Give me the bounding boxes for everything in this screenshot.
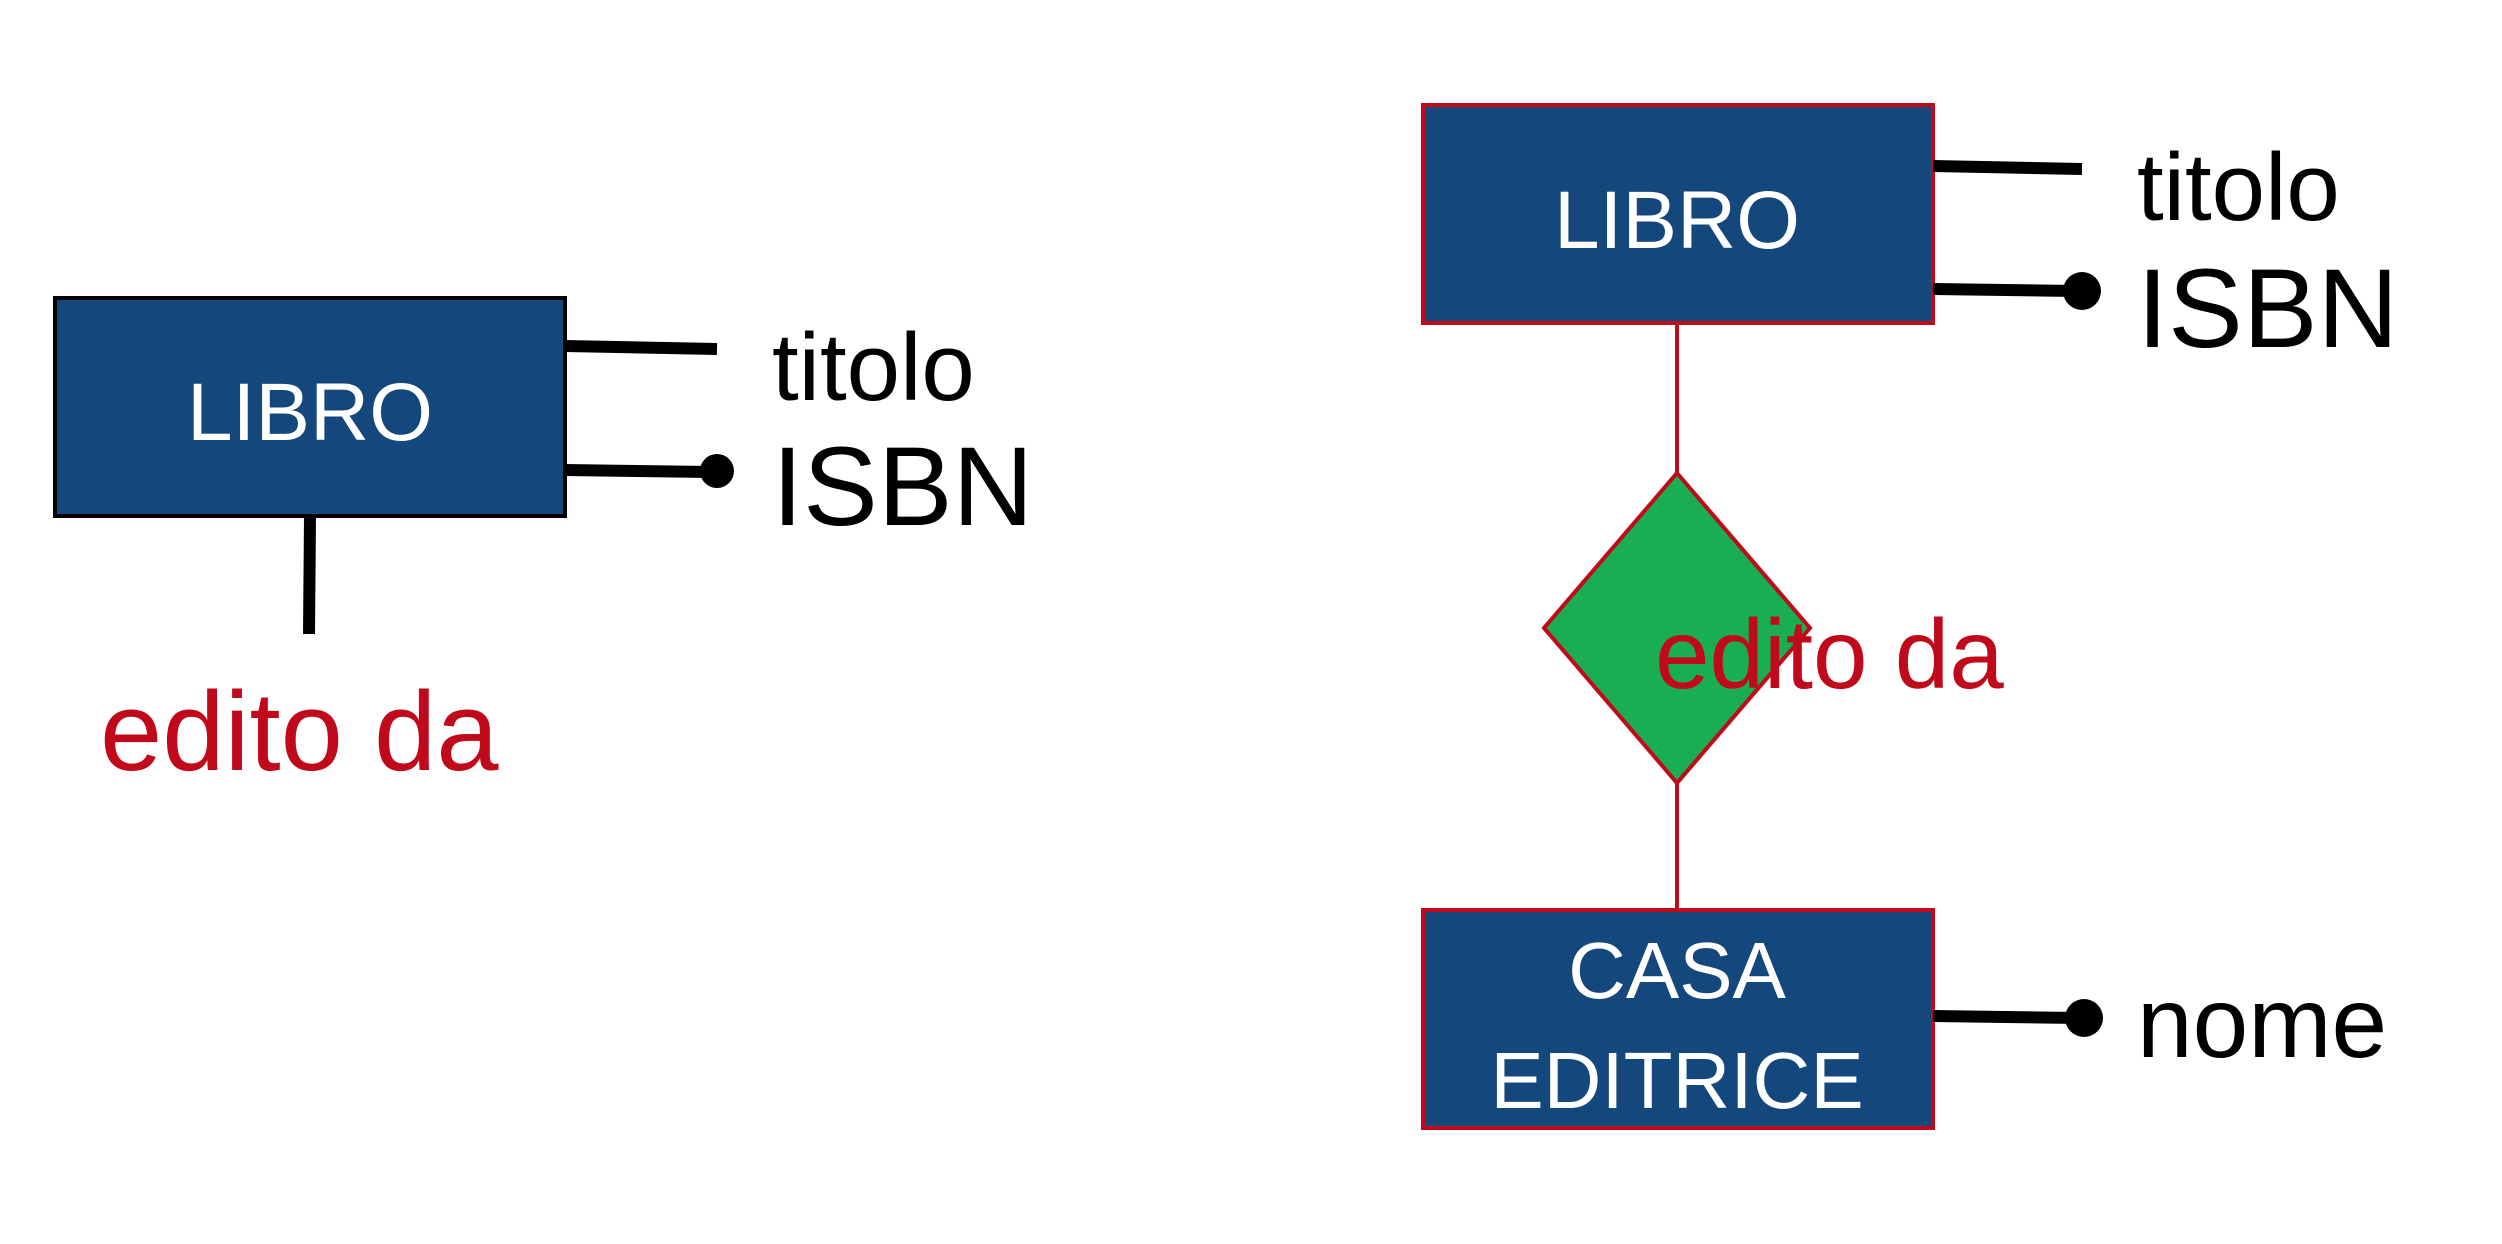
titolo-attribute-label-right: titolo	[2137, 134, 2340, 241]
nome-identifier-dot	[2065, 999, 2103, 1037]
right-diagram: LIBRO titolo ISBN edito da CASA EDITRICE…	[1421, 103, 2398, 1130]
libro-entity-label-right: LIBRO	[1554, 175, 1800, 266]
nome-attribute-label: nome	[2137, 967, 2387, 1079]
isbn-attribute-line	[564, 464, 713, 478]
libro-entity-box-right	[1421, 103, 1935, 325]
isbn-attribute-label-right: ISBN	[2137, 246, 2398, 371]
casa-editrice-label-line1: CASA	[1568, 926, 1786, 1015]
relationship-pending-label: edito da	[100, 669, 499, 794]
casa-editrice-entity-box	[1421, 908, 1935, 1130]
edito-da-relationship-label: edito da	[1655, 599, 2004, 709]
casa-editrice-label-line2: EDITRICE	[1490, 1036, 1863, 1125]
isbn-identifier-dot-right	[2063, 272, 2101, 310]
libro-entity-box	[53, 296, 567, 518]
titolo-attribute-line	[564, 340, 718, 355]
libro-entity-label: LIBRO	[187, 367, 433, 458]
left-diagram: LIBRO titolo ISBN edito da	[53, 296, 1033, 794]
nome-attribute-line	[1932, 1010, 2081, 1024]
edito-da-relationship-diamond	[1541, 469, 1813, 787]
relationship-stub-line	[303, 515, 316, 635]
titolo-attribute-label: titolo	[772, 314, 975, 421]
isbn-attribute-line-right	[1932, 283, 2078, 297]
titolo-attribute-line-right	[1932, 160, 2083, 175]
isbn-identifier-dot	[700, 454, 734, 488]
isbn-attribute-label: ISBN	[772, 424, 1033, 549]
